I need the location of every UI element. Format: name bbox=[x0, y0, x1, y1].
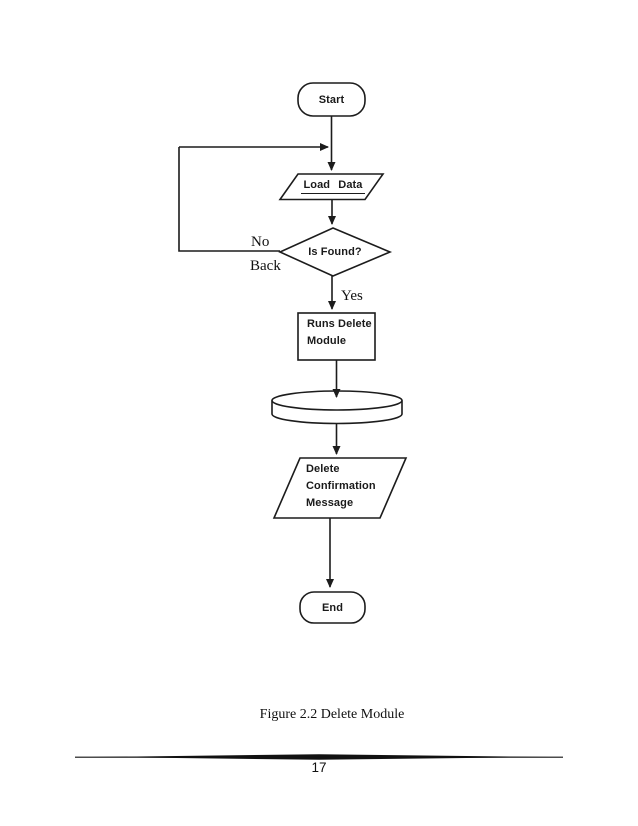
edge-label-no: No bbox=[251, 234, 270, 250]
edge-label-back: Back bbox=[250, 258, 281, 274]
figure-caption: Figure 2.2 Delete Module bbox=[259, 707, 405, 722]
output-label-line2: Confirmation bbox=[306, 480, 376, 492]
output-parallelogram bbox=[272, 457, 408, 519]
process-label-line2: Module bbox=[307, 335, 347, 347]
edge-label-yes: Yes bbox=[341, 288, 363, 304]
process-label-line1: Runs Delete bbox=[307, 318, 372, 330]
end-node-shape bbox=[299, 591, 366, 624]
page-number: 17 bbox=[311, 760, 327, 775]
footer-rule-taper bbox=[92, 754, 548, 760]
output-label-line1: Delete bbox=[306, 463, 340, 475]
load-data-label: Load Data bbox=[301, 179, 365, 194]
process-label: Runs Delete Module bbox=[307, 316, 377, 350]
end-node-label: End bbox=[321, 601, 344, 614]
decision-label: Is Found? bbox=[308, 246, 362, 258]
output-label-line3: Message bbox=[306, 497, 354, 509]
load-data-label-wrap: Load Data bbox=[283, 173, 383, 199]
process-rectangle bbox=[297, 312, 376, 361]
loop-back-line bbox=[178, 147, 280, 252]
start-node-shape bbox=[297, 82, 366, 117]
start-node-label: Start bbox=[318, 93, 345, 106]
output-label: Delete Confirmation Message bbox=[306, 461, 406, 512]
decision-diamond bbox=[278, 227, 393, 277]
